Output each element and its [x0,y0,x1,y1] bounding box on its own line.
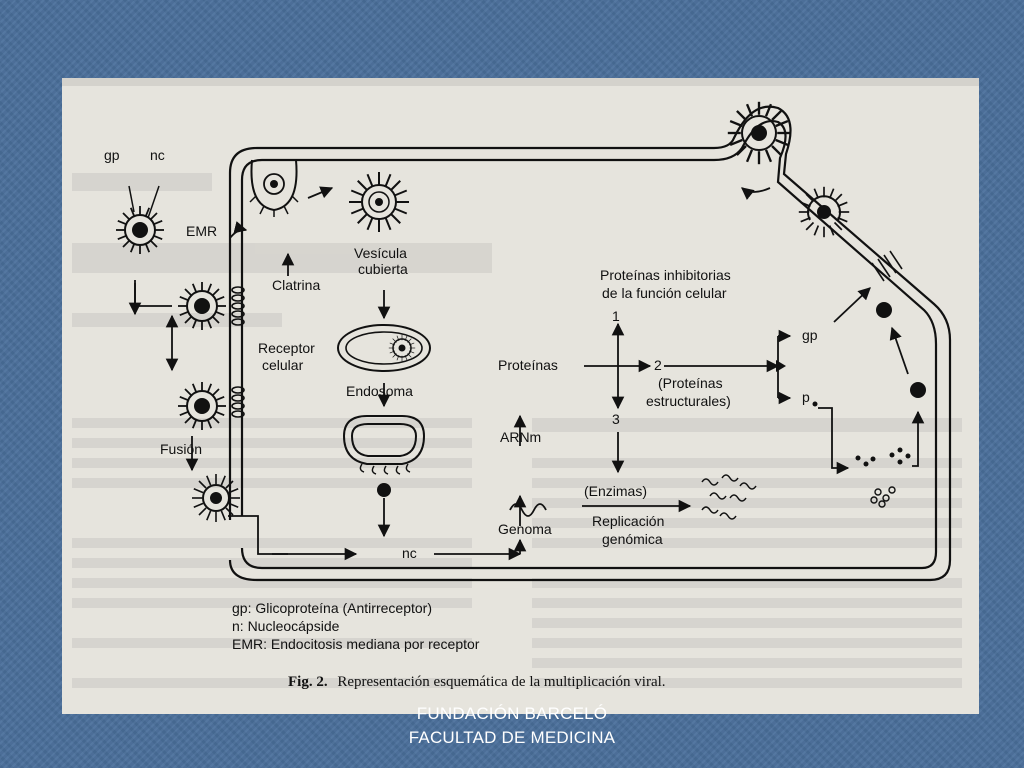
released-nucleocapsid [377,483,391,497]
label-proteinas: Proteínas [498,357,558,373]
virion-free [115,205,165,255]
label-estruct-1: (Proteínas [658,375,723,391]
viral-multiplication-diagram: gp nc EMR Clatrina Vesícula cubierta Rec… [62,78,979,690]
scanned-figure: gp nc EMR Clatrina Vesícula cubierta Rec… [62,78,979,714]
label-p-right: p [802,389,810,405]
branch-arrowheads [776,360,786,372]
label-num-1: 1 [612,308,620,324]
replicated-genomes [701,474,757,520]
label-receptor-1: Receptor [258,340,315,356]
endocytic-pit [249,159,299,217]
gp-pointer [128,185,135,213]
label-vesicula-2: cubierta [358,261,408,277]
virion-released [726,100,792,166]
p-dot [812,401,818,407]
footer-faculty: FACULTAD DE MEDICINA [408,728,616,747]
label-genoma: Genoma [498,521,552,537]
label-replicacion-1: Replicación [592,513,664,529]
label-clatrina: Clatrina [272,277,320,293]
legend: gp: Glicoproteína (Antirreceptor) n: Nuc… [232,600,480,652]
figure-caption: Fig. 2. Representación esquemática de la… [288,674,666,690]
label-inhib-1: Proteínas inhibitorias [600,267,731,283]
cell-membrane [228,105,952,582]
cellular-receptors [231,286,245,418]
nc-pointer [147,185,160,219]
coated-vesicle [348,171,410,233]
label-fusion: Fusión [160,441,202,457]
footer-institution: FUNDACIÓN BARCELÓ [416,704,608,723]
label-emr: EMR [186,223,217,239]
label-nc-bottom: nc [402,545,417,561]
label-replicacion-2: genómica [602,531,663,547]
caption-text: Representación esquemática de la multipl… [337,674,665,690]
virion-fusion [191,473,241,523]
label-inhib-2: de la función celular [602,285,727,301]
label-num-2: 2 [654,357,662,373]
uncoating-vesicle [342,415,426,475]
budding-membrane [871,250,903,282]
virion-attached-2 [177,381,227,431]
label-vesicula-1: Vesícula [354,245,407,261]
legend-gp: gp: Glicoproteína (Antirreceptor) [232,600,432,616]
label-enzimas: (Enzimas) [584,483,647,499]
virion-attached-1 [177,281,227,331]
ghost-page-text [62,78,979,688]
label-nc: nc [150,147,165,163]
label-endosoma: Endosoma [346,383,413,399]
endosome [337,324,431,372]
label-arnm: ARNm [500,429,541,445]
label-gp-right: gp [802,327,818,343]
virion-budding [797,185,851,239]
nucleocapsid-maturing-2 [876,302,892,318]
caption-prefix: Fig. 2. [288,674,328,690]
label-receptor-2: celular [262,357,304,373]
diagram-labels: gp nc EMR Clatrina Vesícula cubierta Rec… [104,147,818,561]
legend-n: n: Nucleocápside [232,618,340,634]
svg-text:Fig. 2. Representación e: Fig. 2. Representación esquemática de la… [288,674,666,690]
legend-emr: EMR: Endocitosis mediana por receptor [232,636,480,652]
label-gp: gp [104,147,120,163]
pathway-arrows [128,186,925,561]
label-num-3: 3 [612,411,620,427]
nucleocapsid-maturing-1 [910,382,926,398]
assembly-particles [855,447,911,508]
label-estruct-2: estructurales) [646,393,731,409]
